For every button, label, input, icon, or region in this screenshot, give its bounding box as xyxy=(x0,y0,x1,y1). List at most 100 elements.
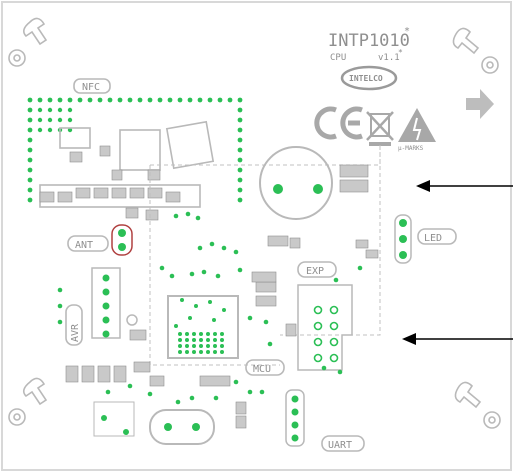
mcu-chip xyxy=(167,295,239,359)
led-label-box xyxy=(417,228,457,245)
copper-dot xyxy=(178,344,182,348)
copper-dot xyxy=(213,332,217,336)
copper-dot xyxy=(220,344,224,348)
copper-dot xyxy=(233,379,239,385)
copper-dot xyxy=(233,249,239,255)
copper-dot xyxy=(237,157,243,163)
weee-bin-icon xyxy=(366,111,394,146)
expansion-header xyxy=(297,284,353,371)
copper-dot xyxy=(321,365,327,371)
copper-dot xyxy=(27,137,33,143)
nfc-label-box xyxy=(73,78,111,94)
copper-dot xyxy=(105,389,111,395)
copper-dot xyxy=(247,389,253,395)
copper-dot xyxy=(237,137,243,143)
antenna-connector xyxy=(111,224,133,256)
copper-dot xyxy=(237,117,243,123)
uart-header xyxy=(285,389,305,447)
mounting-screw-bottom-left xyxy=(8,377,48,426)
ant-label: ANT xyxy=(75,240,93,251)
copper-dot xyxy=(87,97,93,103)
copper-dot xyxy=(67,127,73,133)
copper-dot xyxy=(159,265,165,271)
smd-footprint xyxy=(59,127,91,149)
copper-dot xyxy=(77,97,83,103)
copper-dot xyxy=(192,332,196,336)
via-dots xyxy=(57,211,363,405)
copper-dot xyxy=(127,383,133,389)
copper-dot xyxy=(177,97,183,103)
ant-label-box xyxy=(67,235,109,252)
led-footprint xyxy=(394,214,412,264)
copper-dot xyxy=(157,97,163,103)
nfc-antenna-pads xyxy=(27,97,243,203)
copper-dot xyxy=(209,241,215,247)
copper-dot xyxy=(27,177,33,183)
copper-dot xyxy=(47,127,53,133)
copper-dot xyxy=(267,341,273,347)
copper-dot xyxy=(185,350,189,354)
board-version: v1.1 xyxy=(378,53,400,63)
copper-dot xyxy=(220,332,224,336)
copper-dot xyxy=(220,350,224,354)
copper-dot xyxy=(57,319,63,325)
board-title: INTP1010 xyxy=(328,31,410,51)
screw-icon xyxy=(452,27,480,55)
copper-dot xyxy=(97,97,103,103)
copper-dot xyxy=(27,117,33,123)
screw-icon xyxy=(22,377,48,406)
copper-dot xyxy=(206,344,210,348)
copper-dot xyxy=(27,157,33,163)
capacitor-footprint xyxy=(259,146,333,220)
board-subtitle-cpu: CPU xyxy=(330,53,346,63)
led-resistor-pads xyxy=(355,239,379,259)
copper-dot xyxy=(199,350,203,354)
title-mark: * xyxy=(404,26,410,37)
manufacturer-logo: INTELCO xyxy=(340,65,398,91)
copper-dot xyxy=(213,395,219,401)
copper-dot xyxy=(237,197,243,203)
exp-label-box xyxy=(297,261,337,278)
copper-dot xyxy=(247,315,253,321)
copper-dot xyxy=(213,350,217,354)
copper-dot xyxy=(222,308,226,312)
copper-dot xyxy=(337,369,343,375)
copper-dot xyxy=(27,97,33,103)
copper-dot xyxy=(206,350,210,354)
mcu-label: MCU xyxy=(253,364,271,375)
copper-dot xyxy=(57,97,63,103)
copper-dot xyxy=(221,245,227,251)
mcu-label-box xyxy=(245,359,285,376)
copper-dot xyxy=(208,300,212,304)
mounting-screw-top-left xyxy=(8,17,48,67)
diode-footprint xyxy=(93,401,135,437)
copper-dot xyxy=(27,187,33,193)
copper-dot xyxy=(27,167,33,173)
copper-dot xyxy=(57,107,63,113)
mounting-screw-bottom-right xyxy=(454,381,501,429)
copper-dot xyxy=(237,107,243,113)
copper-dot xyxy=(37,117,43,123)
copper-dot xyxy=(180,298,184,302)
copper-dot xyxy=(207,97,213,103)
copper-dot xyxy=(206,332,210,336)
copper-dot xyxy=(206,338,210,342)
copper-dot xyxy=(237,267,243,273)
copper-dot xyxy=(127,97,133,103)
copper-dot xyxy=(237,97,243,103)
exp-label: EXP xyxy=(306,266,324,277)
ce-mark-icon xyxy=(314,106,363,140)
copper-dot xyxy=(57,303,63,309)
bottom-smd-pads xyxy=(65,271,277,429)
copper-dot xyxy=(227,97,233,103)
copper-dot xyxy=(192,350,196,354)
copper-dot xyxy=(169,273,175,279)
screw-icon xyxy=(454,381,482,409)
connector-pads xyxy=(339,164,369,193)
logo-text: INTELCO xyxy=(349,74,383,83)
copper-dot xyxy=(67,97,73,103)
copper-dot xyxy=(147,391,153,397)
copper-dot xyxy=(47,97,53,103)
copper-dot xyxy=(117,97,123,103)
copper-dot xyxy=(357,265,363,271)
